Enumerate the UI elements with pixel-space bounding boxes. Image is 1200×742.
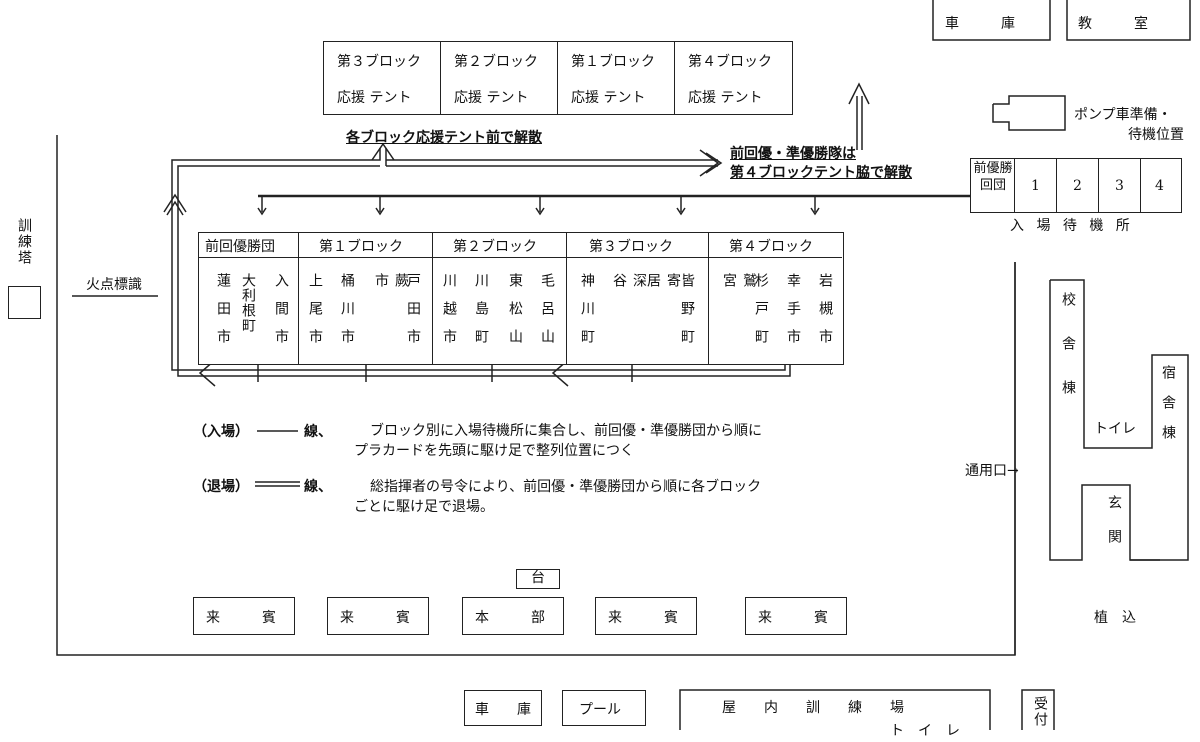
dorm-label: 宿舎棟 <box>1160 365 1176 455</box>
enter-label: （入場） <box>193 424 249 440</box>
tent-block-2: 第２ブロック 応援 テント <box>441 42 558 114</box>
indoor-label: 屋 内 訓 練 場 <box>722 700 904 716</box>
guest-box: 来 賓 <box>745 597 847 635</box>
formation-team: 毛呂山 <box>539 273 555 357</box>
prev-winner-note-1: 前回優・準優勝隊は <box>730 146 856 162</box>
waiting-cell-2: 2 <box>1057 159 1099 212</box>
bottom-garage-label: 車 庫 <box>475 702 531 718</box>
waiting-first-label: 前優勝回団 <box>973 161 1013 193</box>
formation-team: 蓮田市 <box>215 273 231 357</box>
waiting-area: 前優勝回団 1 2 3 4 <box>970 158 1182 213</box>
waiting-cell-3: 3 <box>1099 159 1141 212</box>
tent-title: 第１ブロック <box>571 54 655 70</box>
tent-title: 第３ブロック <box>337 54 421 70</box>
pool: プール <box>562 690 646 726</box>
toilet-label: トイレ <box>1094 421 1136 437</box>
guest-box: 来 賓 <box>193 597 295 635</box>
tower-label: 訓練塔 <box>16 218 32 266</box>
formation-team: 寄居 <box>645 273 681 339</box>
formation-col-1: 第１ブロック 上尾市 桶川市 蕨市 戸田市 <box>299 233 433 364</box>
fire-marker-label: 火点標識 <box>86 277 142 293</box>
formation-team: 幸手市 <box>785 273 801 357</box>
waiting-num: 1 <box>1031 178 1040 194</box>
formation-team: 戸田市 <box>405 273 421 357</box>
indoor-toilet-label: ト イ レ <box>890 723 960 739</box>
tent-label: 応援 テント <box>454 90 529 106</box>
waiting-cell-4: 4 <box>1141 159 1181 212</box>
tent-block-3: 第３ブロック 応援 テント <box>324 42 441 114</box>
formation-header: 第１ブロック <box>319 239 403 255</box>
exit-label: （退場） <box>193 479 249 495</box>
guest-box: 来 賓 <box>595 597 697 635</box>
pool-label: プール <box>579 702 621 718</box>
tent-block-4: 第４ブロック 応援 テント <box>675 42 792 114</box>
tent-label: 応援 テント <box>688 90 763 106</box>
formation-header: 第２ブロック <box>453 239 537 255</box>
exit-text-1: 総指揮者の号令により、前回優・準優勝団から順に各ブロック <box>370 479 762 495</box>
formation-team: 深谷 <box>611 273 647 339</box>
reception-label: 受付 <box>1032 696 1048 728</box>
formation-team: 川越市 <box>441 273 457 357</box>
formation-col-prev: 前回優勝団 蓮田市 大利根町 入間市 <box>199 233 299 364</box>
waiting-caption: 入 場 待 機 所 <box>1010 218 1134 234</box>
pump-label-2: 待機位置 <box>1128 127 1184 143</box>
classroom-label: 教 室 <box>1078 16 1148 32</box>
tent-row: 第３ブロック 応援 テント 第２ブロック 応援 テント 第１ブロック 応援 テン… <box>323 41 793 115</box>
formation-col-4: 第４ブロック 鷲宮 杉戸町 幸手市 岩槻市 <box>709 233 842 364</box>
waiting-num: 2 <box>1073 178 1082 194</box>
formation-team: 神川町 <box>579 273 595 357</box>
prev-winner-note-2: 第４ブロックテント脇で解散 <box>730 165 912 181</box>
tent-title: 第４ブロック <box>688 54 772 70</box>
gate-label: 通用口→ <box>965 463 1019 479</box>
formation-team: 皆野町 <box>679 273 695 357</box>
exit-suffix: 線、 <box>304 479 332 495</box>
tower-box <box>8 286 41 319</box>
guest-label: 来 賓 <box>608 610 678 626</box>
bottom-garage: 車 庫 <box>464 690 542 726</box>
hq-label: 本 部 <box>475 610 545 626</box>
formation-team: 岩槻市 <box>817 273 833 357</box>
guest-label: 来 賓 <box>758 610 828 626</box>
guest-label: 来 賓 <box>340 610 410 626</box>
guest-box: 来 賓 <box>327 597 429 635</box>
formation-team: 鷲宮 <box>721 273 757 339</box>
garage-top-label: 車 庫 <box>945 16 1015 32</box>
entry-arrows <box>257 196 820 216</box>
stage-label: 台 <box>516 569 560 589</box>
waiting-num: 3 <box>1115 178 1124 194</box>
dismiss-tents-note: 各ブロック応援テント前で解散 <box>346 130 542 146</box>
planting-label: 植 込 <box>1094 610 1136 626</box>
exit-text-2: ごとに駆け足で退場。 <box>354 499 494 515</box>
formation-header: 第３ブロック <box>589 239 673 255</box>
tent-label: 応援 テント <box>571 90 646 106</box>
school-building-label: 校舎棟 <box>1060 292 1076 424</box>
formation-team: 入間市 <box>273 273 289 357</box>
formation-team: 杉戸町 <box>753 273 769 357</box>
waiting-cell-1: 1 <box>1015 159 1057 212</box>
hq-box: 本 部 <box>462 597 564 635</box>
formation-team: 川島町 <box>473 273 489 357</box>
waiting-first: 前優勝回団 <box>971 159 1015 212</box>
enter-text-2: プラカードを先頭に駆け足で整列位置につく <box>354 443 634 459</box>
tent-block-1: 第１ブロック 応援 テント <box>558 42 675 114</box>
formation-table: 前回優勝団 蓮田市 大利根町 入間市 第１ブロック 上尾市 桶川市 蕨市 戸田市… <box>198 232 844 365</box>
formation-header: 前回優勝団 <box>205 239 275 255</box>
waiting-num: 4 <box>1155 178 1164 194</box>
formation-team: 東松山 <box>507 273 523 357</box>
formation-team: 蕨市 <box>373 273 409 339</box>
guest-label: 来 賓 <box>206 610 276 626</box>
formation-team: 上尾市 <box>307 273 323 357</box>
entrance-label: 玄関 <box>1106 495 1122 563</box>
enter-text-1: ブロック別に入場待機所に集合し、前回優・準優勝団から順に <box>370 423 762 439</box>
formation-col-3: 第３ブロック 神川町 深谷 寄居 皆野町 <box>567 233 709 364</box>
formation-col-2: 第２ブロック 川越市 川島町 東松山 毛呂山 <box>433 233 567 364</box>
formation-team: 桶川市 <box>339 273 355 357</box>
tent-label: 応援 テント <box>337 90 412 106</box>
enter-suffix: 線、 <box>304 424 332 440</box>
pump-label-1: ポンプ車準備・ <box>1074 107 1172 123</box>
formation-header: 第４ブロック <box>729 239 813 255</box>
tent-title: 第２ブロック <box>454 54 538 70</box>
formation-team: 大利根町 <box>240 273 256 333</box>
